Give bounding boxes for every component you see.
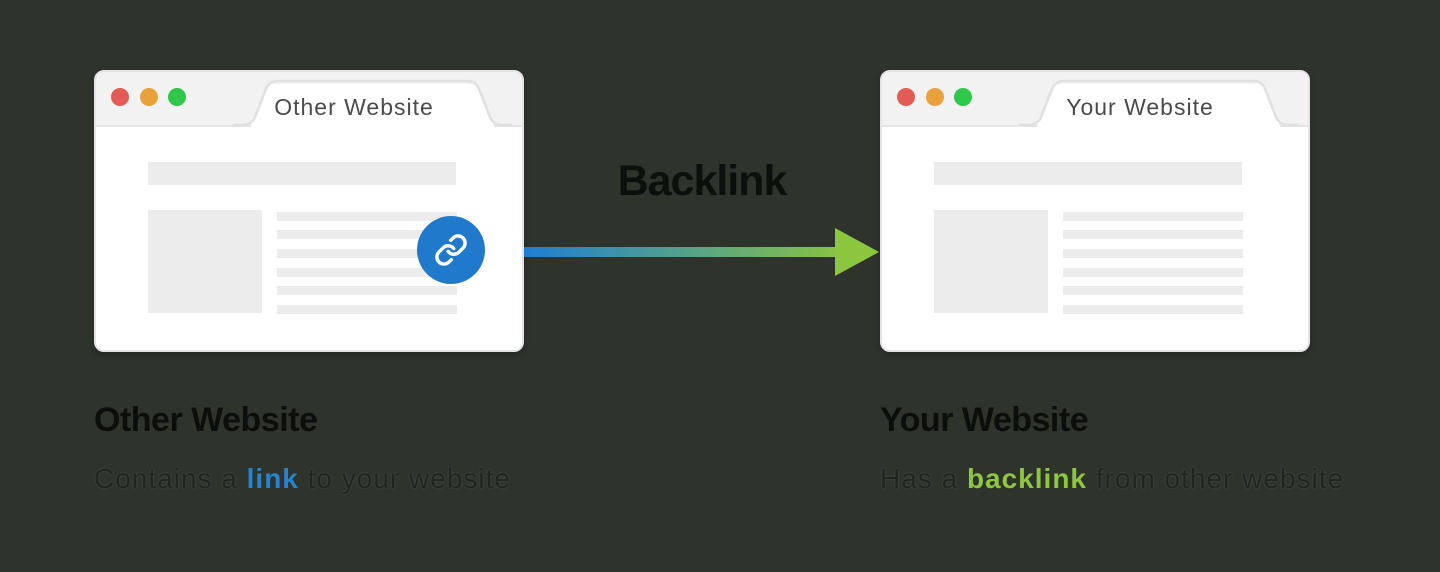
placeholder-line (1063, 249, 1243, 258)
close-dot-icon (897, 88, 915, 106)
placeholder-image-block (934, 210, 1048, 313)
placeholder-bar (148, 162, 456, 185)
backlink-highlight: backlink (966, 463, 1087, 494)
placeholder-line (277, 305, 457, 314)
left-caption-heading: Other Website (94, 401, 318, 439)
right-caption-text: Has a backlink from other website (880, 462, 1344, 496)
minimize-dot-icon (926, 88, 944, 106)
placeholder-image-block (148, 210, 262, 313)
arrow-head-icon (835, 228, 879, 276)
close-dot-icon (111, 88, 129, 106)
placeholder-line (1063, 230, 1243, 239)
placeholder-line (277, 212, 457, 221)
placeholder-line (1063, 305, 1243, 314)
placeholder-line (1063, 268, 1243, 277)
tab-title: Other Website (274, 94, 434, 120)
link-button (417, 216, 485, 284)
placeholder-line (277, 249, 457, 258)
backlink-arrow (524, 228, 879, 276)
placeholder-line (277, 268, 457, 277)
right-caption-heading: Your Website (880, 401, 1089, 439)
caption-post: to your website (298, 463, 511, 494)
maximize-dot-icon (168, 88, 186, 106)
backlink-arrow-label: Backlink (617, 157, 788, 205)
placeholder-line (277, 230, 457, 239)
left-caption-text: Contains a link to your website (94, 462, 511, 496)
link-icon (435, 234, 467, 266)
placeholder-line (277, 286, 457, 295)
caption-pre: Has a (880, 463, 967, 494)
arrow-shaft (524, 247, 852, 257)
caption-pre: Contains a (94, 463, 247, 494)
browser-window-your-website: Your Website (880, 70, 1310, 352)
link-highlight: link (246, 463, 299, 494)
placeholder-line (1063, 212, 1243, 221)
caption-post: from other website (1087, 463, 1345, 494)
tab-title: Your Website (1066, 94, 1214, 120)
maximize-dot-icon (954, 88, 972, 106)
placeholder-bar (934, 162, 1242, 185)
minimize-dot-icon (140, 88, 158, 106)
placeholder-line (1063, 286, 1243, 295)
browser-window-other-website: Other Website (94, 70, 524, 352)
